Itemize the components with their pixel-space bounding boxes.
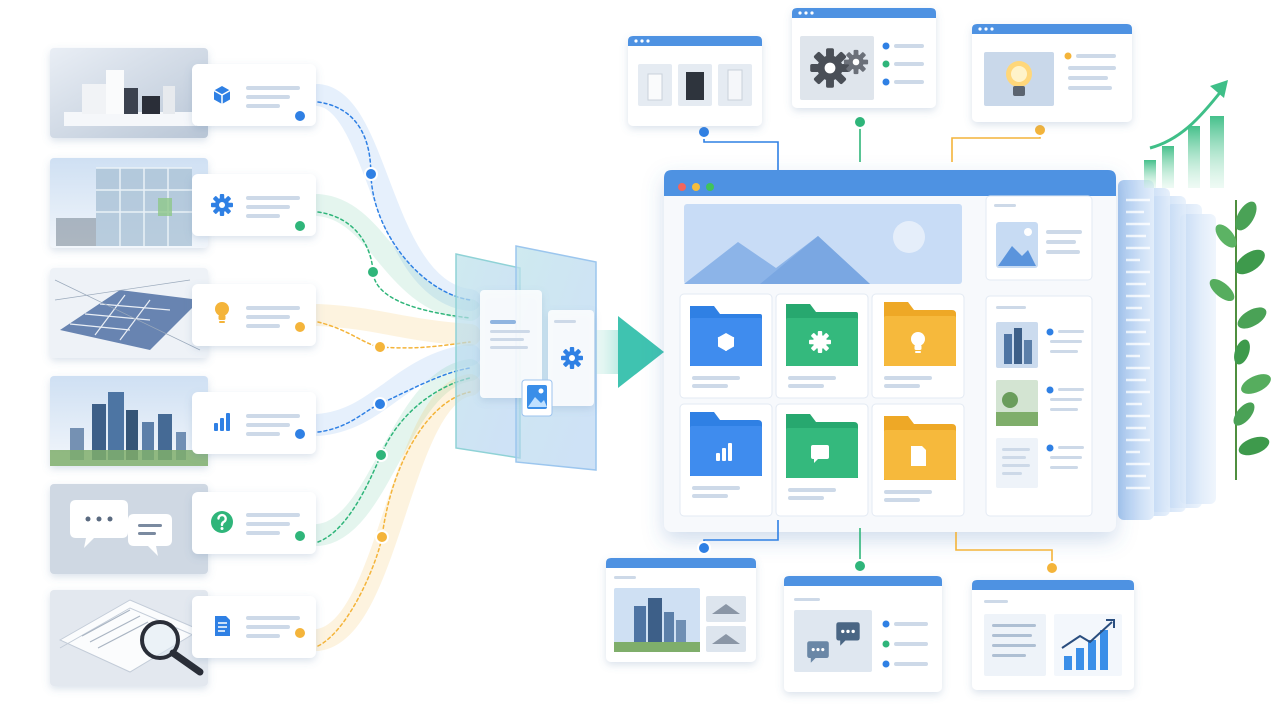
folder-grid <box>679 293 965 517</box>
folder-6 <box>884 416 956 502</box>
bottom-card-1 <box>606 558 756 662</box>
top-card-3 <box>972 24 1132 122</box>
folder-1 <box>690 306 762 388</box>
window-maximize-dot <box>706 183 714 191</box>
image-icon <box>998 246 1036 266</box>
folder-3 <box>884 302 956 388</box>
gear-icon <box>561 347 583 369</box>
flow-ribbons <box>307 84 481 651</box>
source-row-3 <box>50 268 316 358</box>
magnifier-documents-photo <box>50 590 208 686</box>
appliance-product-photo <box>50 48 208 138</box>
top-card-2 <box>792 8 936 108</box>
source-row-1 <box>50 48 316 138</box>
plant-leaves <box>1209 200 1271 480</box>
window-titlebar <box>664 170 1116 196</box>
lightbulb-thumbnail <box>984 52 1054 106</box>
document-icon <box>214 615 231 637</box>
page-stack <box>1118 180 1216 520</box>
growth-chart-thumbnail <box>1054 614 1122 676</box>
growth-arrow <box>1144 80 1228 188</box>
bottom-card-3 <box>972 580 1134 690</box>
top-card-1 <box>628 36 762 126</box>
side-image-card <box>985 195 1093 281</box>
process-arrow <box>596 316 664 388</box>
gear-icon <box>810 48 850 88</box>
folder-2 <box>786 304 858 388</box>
hero-banner <box>684 204 962 284</box>
connector-dot <box>295 111 305 121</box>
source-row-2 <box>50 158 316 248</box>
question-icon <box>209 509 235 535</box>
source-row-6 <box>50 590 316 686</box>
flow-nodes <box>364 167 389 544</box>
folder-5 <box>786 414 858 500</box>
skyline-thumbnails <box>614 588 746 652</box>
bottom-card-2 <box>784 576 942 692</box>
document-icon <box>910 445 927 467</box>
window-minimize-dot <box>692 183 700 191</box>
knowledge-window <box>664 170 1116 532</box>
arrow-right-icon <box>618 316 664 388</box>
arrow-up-icon <box>1210 80 1228 98</box>
floor-plan-photo <box>50 268 208 358</box>
sun-icon <box>893 221 925 253</box>
connector-dot <box>295 221 305 231</box>
glass-processor <box>455 245 597 471</box>
gear-icon <box>809 331 831 353</box>
gears-thumbnail <box>800 36 874 100</box>
gear-icon <box>843 49 869 75</box>
chat-thumbnail <box>794 610 872 672</box>
connector-nodes <box>697 115 1059 575</box>
folder-4 <box>690 412 762 498</box>
gear-icon <box>211 194 233 216</box>
side-list-card <box>985 295 1093 517</box>
city-skyline-photo <box>50 376 208 466</box>
source-row-5 <box>50 484 316 574</box>
glass-office-photo <box>50 158 208 248</box>
connector-dot <box>295 322 305 332</box>
window-close-dot <box>678 183 686 191</box>
connector-dot <box>295 628 305 638</box>
appliances-thumbnails <box>638 64 752 106</box>
connector-dot <box>295 429 305 439</box>
chat-bubbles-photo <box>50 484 208 574</box>
source-row-4 <box>50 376 316 466</box>
connector-dot <box>295 531 305 541</box>
